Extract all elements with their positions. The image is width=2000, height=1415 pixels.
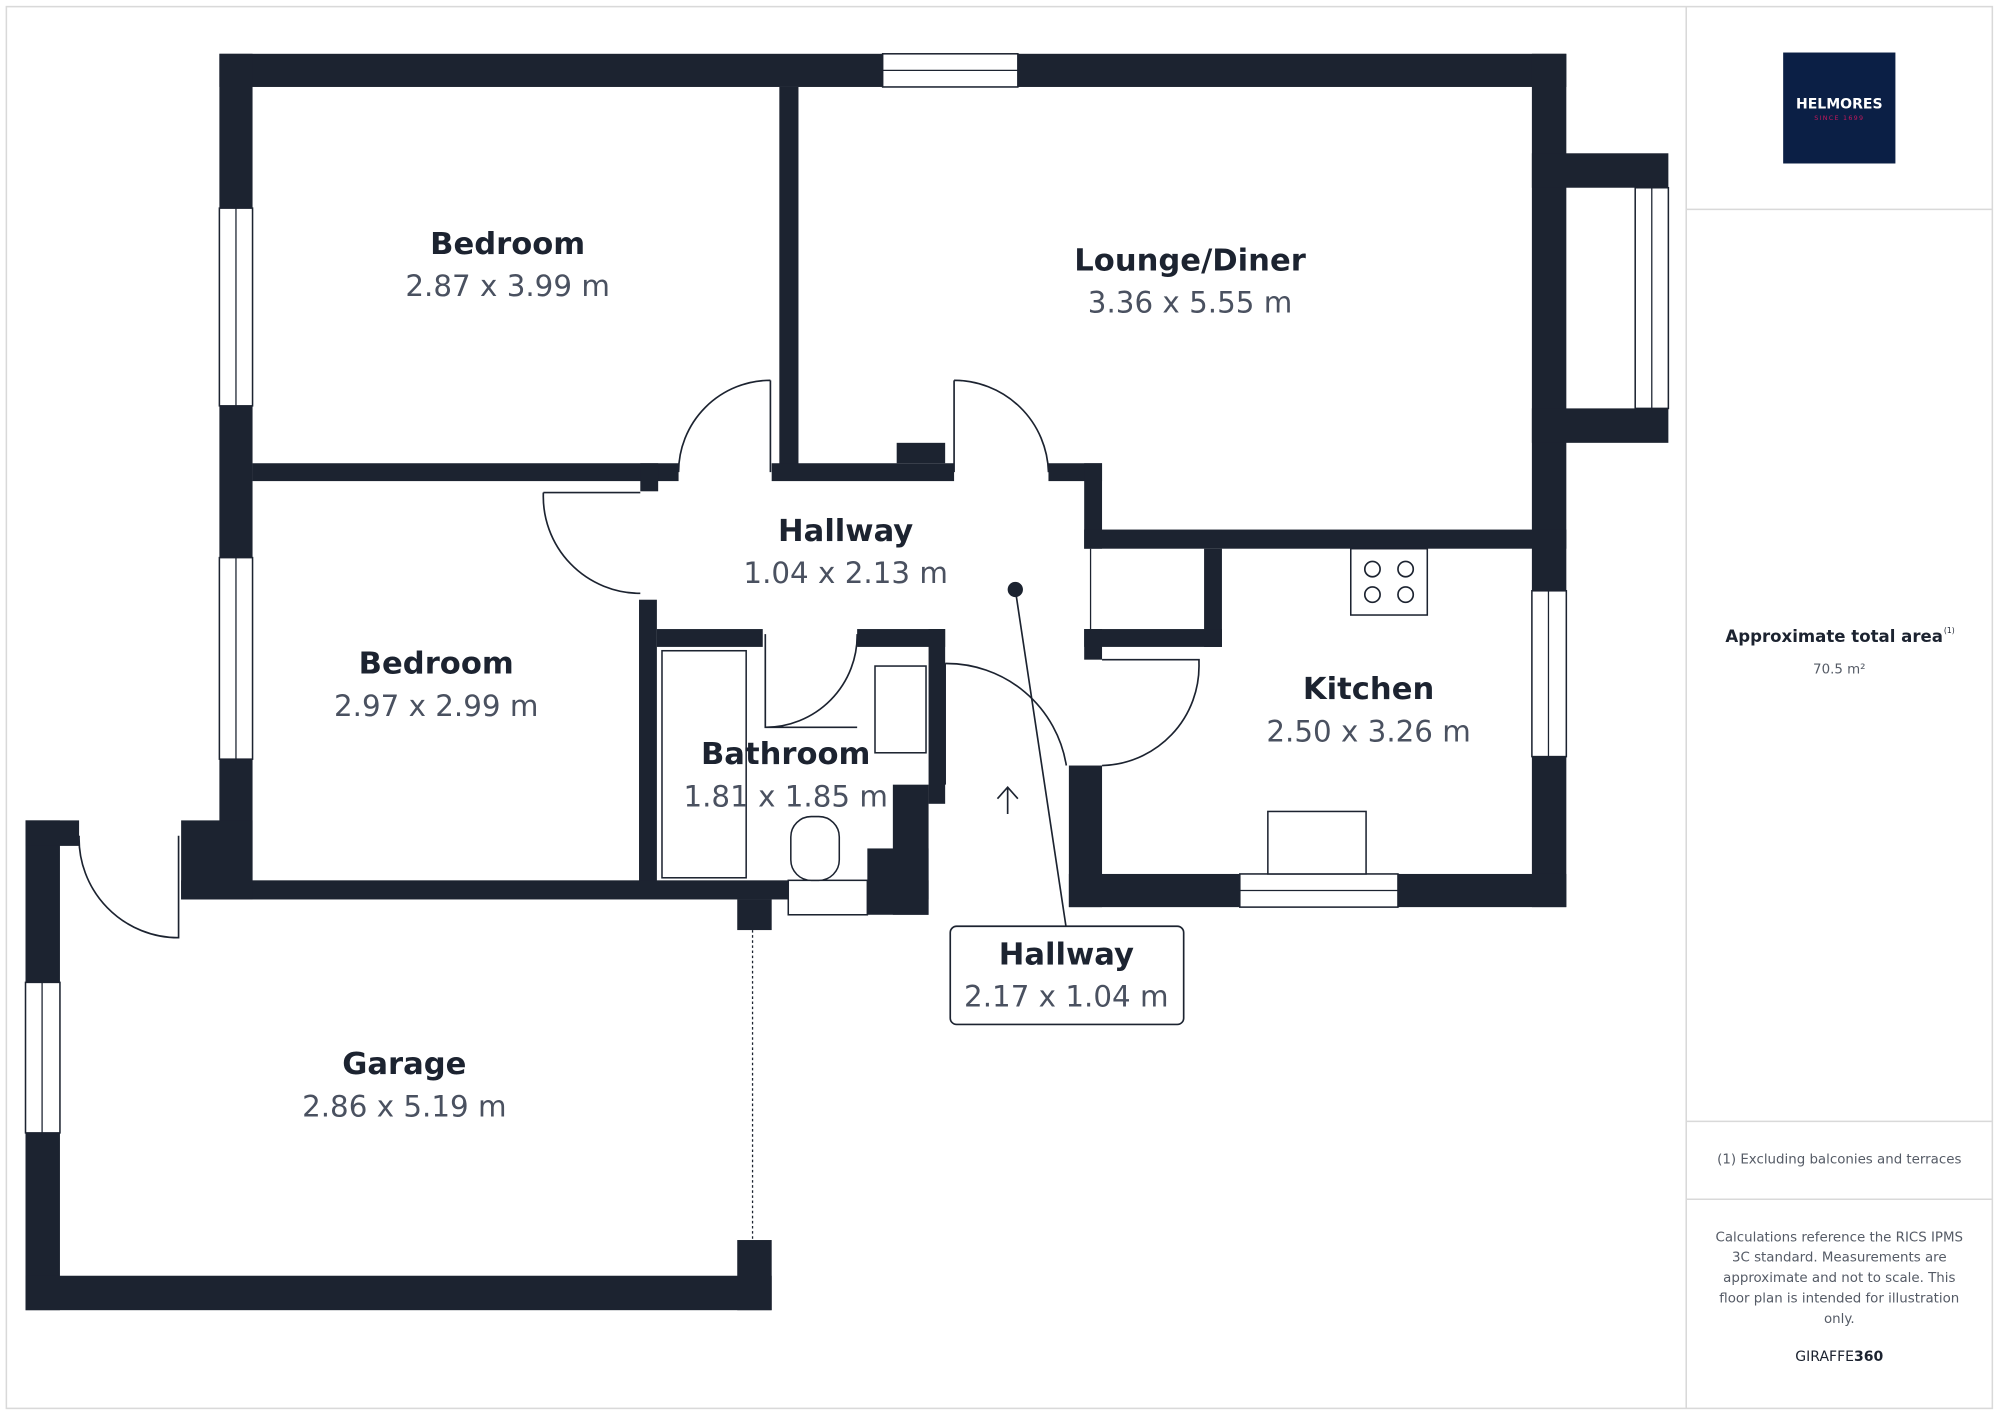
room-dims: 2.50 x 3.26 m [1266,714,1471,748]
disclaimer-line: only. [1824,1312,1855,1327]
disclaimer-line: approximate and not to scale. This [1723,1271,1955,1286]
room-dims: 2.87 x 3.99 m [405,269,610,303]
room-dims: 3.36 x 5.55 m [1088,286,1293,320]
fixtures [661,547,1429,929]
area-value: 70.5 m² [1813,663,1865,678]
room-dims: 2.17 x 1.04 m [964,980,1169,1014]
disclaimer-line: 3C standard. Measurements are [1732,1251,1947,1266]
sink [1267,810,1367,875]
doors [78,379,1200,939]
room-name: Bathroom [701,737,870,772]
area-label: Approximate total area [1725,627,1943,646]
room-dims: 2.86 x 5.19 m [302,1089,507,1123]
entrance-arrow-icon [996,785,1019,815]
svg-text:SINCE 1699: SINCE 1699 [1814,114,1864,122]
room-name: Bedroom [430,227,585,262]
footnote: (1) Excluding balconies and terraces [1717,1152,1961,1167]
room-dims: 1.81 x 1.85 m [683,779,888,813]
hallway-label-box [949,925,1185,1026]
room-dims: 2.97 x 2.99 m [334,689,539,723]
room-name: Kitchen [1303,672,1434,707]
windows [24,53,1670,1241]
basin [874,665,927,754]
page-border [5,5,1994,1410]
hob-icon [1350,547,1429,616]
room-name: Bedroom [359,647,514,682]
room-dims: 1.04 x 2.13 m [743,556,948,590]
room-name: Hallway [999,938,1134,973]
disclaimer-line: floor plan is intended for illustration [1719,1292,1959,1307]
bathtub [661,649,747,879]
svg-text:HELMORES: HELMORES [1796,97,1883,113]
giraffe360-logo: GIRAFFE360 [1795,1349,1883,1365]
toilet [790,815,841,882]
room-name: Garage [342,1047,466,1082]
area-footnote-ref: (1) [1944,626,1955,635]
room-name: Lounge/Diner [1074,244,1306,279]
disclaimer-line: Calculations reference the RICS IPMS [1716,1230,1964,1245]
logo: HELMORES SINCE 1699 [1783,52,1896,164]
room-name: Hallway [778,514,913,549]
